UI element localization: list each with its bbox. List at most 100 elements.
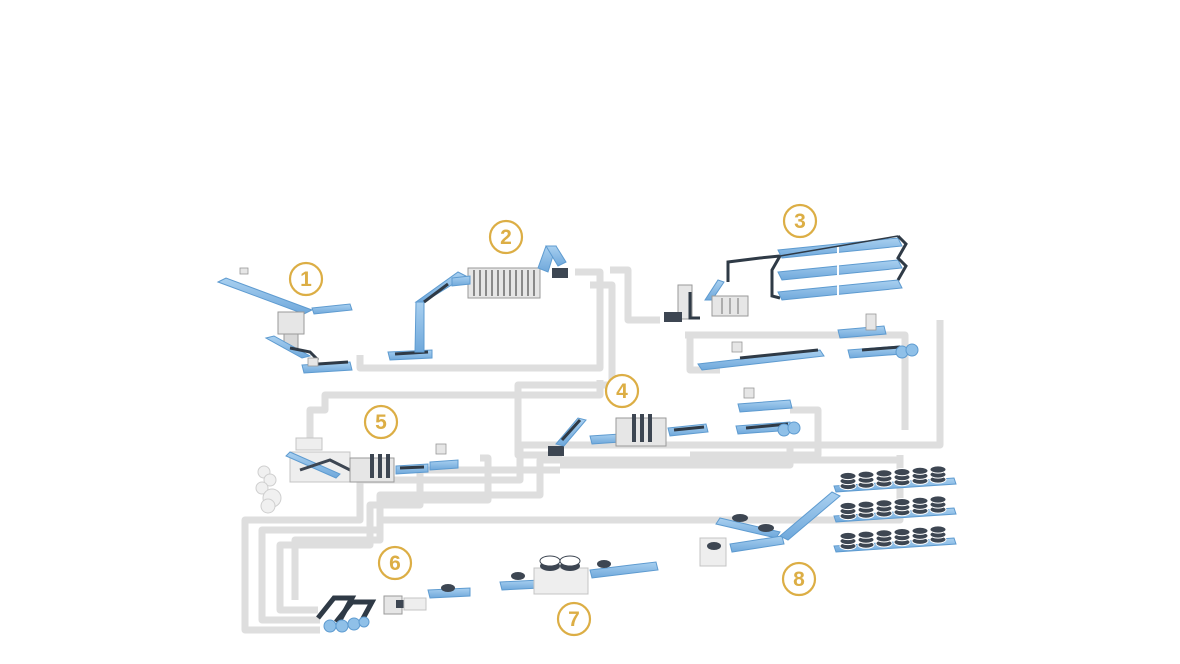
belt	[739, 348, 819, 360]
station-markers: 1 2 3 4 5 6 7 8	[288, 203, 818, 637]
sorting-machine	[699, 537, 727, 567]
calender-top	[295, 437, 323, 451]
roll	[905, 343, 919, 357]
stacked-tire	[893, 498, 911, 507]
station-marker-4[interactable]: 4	[604, 373, 640, 409]
stacked-tire	[875, 499, 893, 508]
conveyor-segment	[264, 335, 312, 359]
station-number-7: 7	[568, 608, 580, 631]
tire	[511, 572, 525, 580]
belt	[399, 465, 425, 470]
extruder-fins	[473, 270, 535, 296]
belt	[688, 292, 700, 320]
station-7-group	[427, 555, 659, 599]
cutter-unit	[552, 268, 568, 278]
sensor-post	[435, 443, 447, 455]
stacked-tire	[875, 469, 893, 478]
cooling-rack	[777, 237, 903, 259]
station-number-2: 2	[500, 226, 512, 249]
stacked-tire	[857, 530, 875, 539]
belt	[423, 282, 449, 304]
conveyor-segment	[697, 349, 825, 371]
station-marker-1[interactable]: 1	[288, 261, 324, 297]
conveyor-segment	[429, 459, 459, 471]
tire-stacks	[839, 465, 947, 551]
conveyor-segment	[589, 561, 659, 579]
station-2-group	[387, 245, 568, 361]
station-4-group	[548, 387, 801, 456]
station-number-1: 1	[300, 268, 312, 291]
curing-press	[403, 597, 427, 611]
conveyor-incline	[704, 279, 725, 301]
tire	[597, 560, 611, 568]
inspection-machine	[533, 567, 589, 595]
sensor-post	[239, 267, 249, 275]
tire	[758, 524, 774, 532]
inspected-tires	[539, 555, 581, 571]
cooling-rack	[777, 259, 903, 281]
station-1-group	[216, 267, 353, 374]
curing-rolls	[323, 616, 370, 633]
belt	[770, 255, 782, 300]
station-5-group	[255, 437, 459, 514]
belt	[896, 234, 908, 281]
conveyor-segment	[729, 535, 785, 553]
belt	[673, 425, 705, 432]
curing-belt	[334, 599, 377, 626]
station-marker-2[interactable]: 2	[488, 219, 524, 255]
conveyor-segment	[427, 587, 471, 599]
conveyor-segment	[216, 277, 314, 315]
stacked-tire	[857, 500, 875, 509]
stacked-tire	[839, 501, 857, 511]
stacked-tire	[929, 525, 947, 534]
stacked-tire	[857, 470, 875, 479]
sensor-post	[865, 313, 877, 331]
stacked-tire	[893, 528, 911, 537]
belt	[560, 418, 582, 442]
tire	[441, 584, 455, 592]
stacked-tire	[839, 531, 857, 541]
belt	[289, 346, 320, 362]
sensor-post	[743, 387, 755, 399]
station-number-6: 6	[389, 552, 401, 575]
station-number-5: 5	[375, 411, 387, 434]
station-number-4: 4	[616, 380, 628, 403]
stacked-tire	[893, 468, 911, 477]
station-number-3: 3	[794, 210, 806, 233]
conveyor-segment	[737, 399, 793, 413]
winding-unit	[697, 313, 919, 371]
station-marker-3[interactable]: 3	[782, 203, 818, 239]
mixer-machine	[277, 311, 305, 335]
roll	[787, 421, 801, 435]
tire	[732, 514, 748, 522]
station-marker-5[interactable]: 5	[363, 404, 399, 440]
cooling-rack	[777, 279, 903, 301]
stacked-tire	[911, 526, 929, 535]
station-3-group	[664, 234, 908, 322]
conveyor-incline	[779, 491, 841, 541]
station-marker-6[interactable]: 6	[377, 545, 413, 581]
station-8-group	[699, 465, 957, 567]
belt	[779, 235, 899, 257]
conveyor-segment	[311, 303, 353, 315]
conveyor-segment	[451, 275, 471, 287]
conveyor-incline	[414, 301, 425, 353]
station-marker-8[interactable]: 8	[781, 561, 817, 597]
material-rolls	[255, 465, 282, 514]
stacked-tire	[929, 495, 947, 504]
stacked-tire	[911, 496, 929, 505]
dark-block	[548, 446, 564, 456]
stacked-tire	[839, 471, 857, 481]
sensor-post	[731, 341, 743, 353]
stacked-tire	[875, 529, 893, 538]
tire	[707, 542, 721, 550]
station-6-group	[316, 595, 427, 633]
belt	[317, 360, 349, 366]
sensor-post	[307, 357, 319, 367]
station-number-8: 8	[793, 568, 805, 591]
belt	[861, 345, 901, 352]
stacked-tire	[929, 465, 947, 474]
stacked-tire	[911, 466, 929, 475]
station-marker-7[interactable]: 7	[556, 601, 592, 637]
